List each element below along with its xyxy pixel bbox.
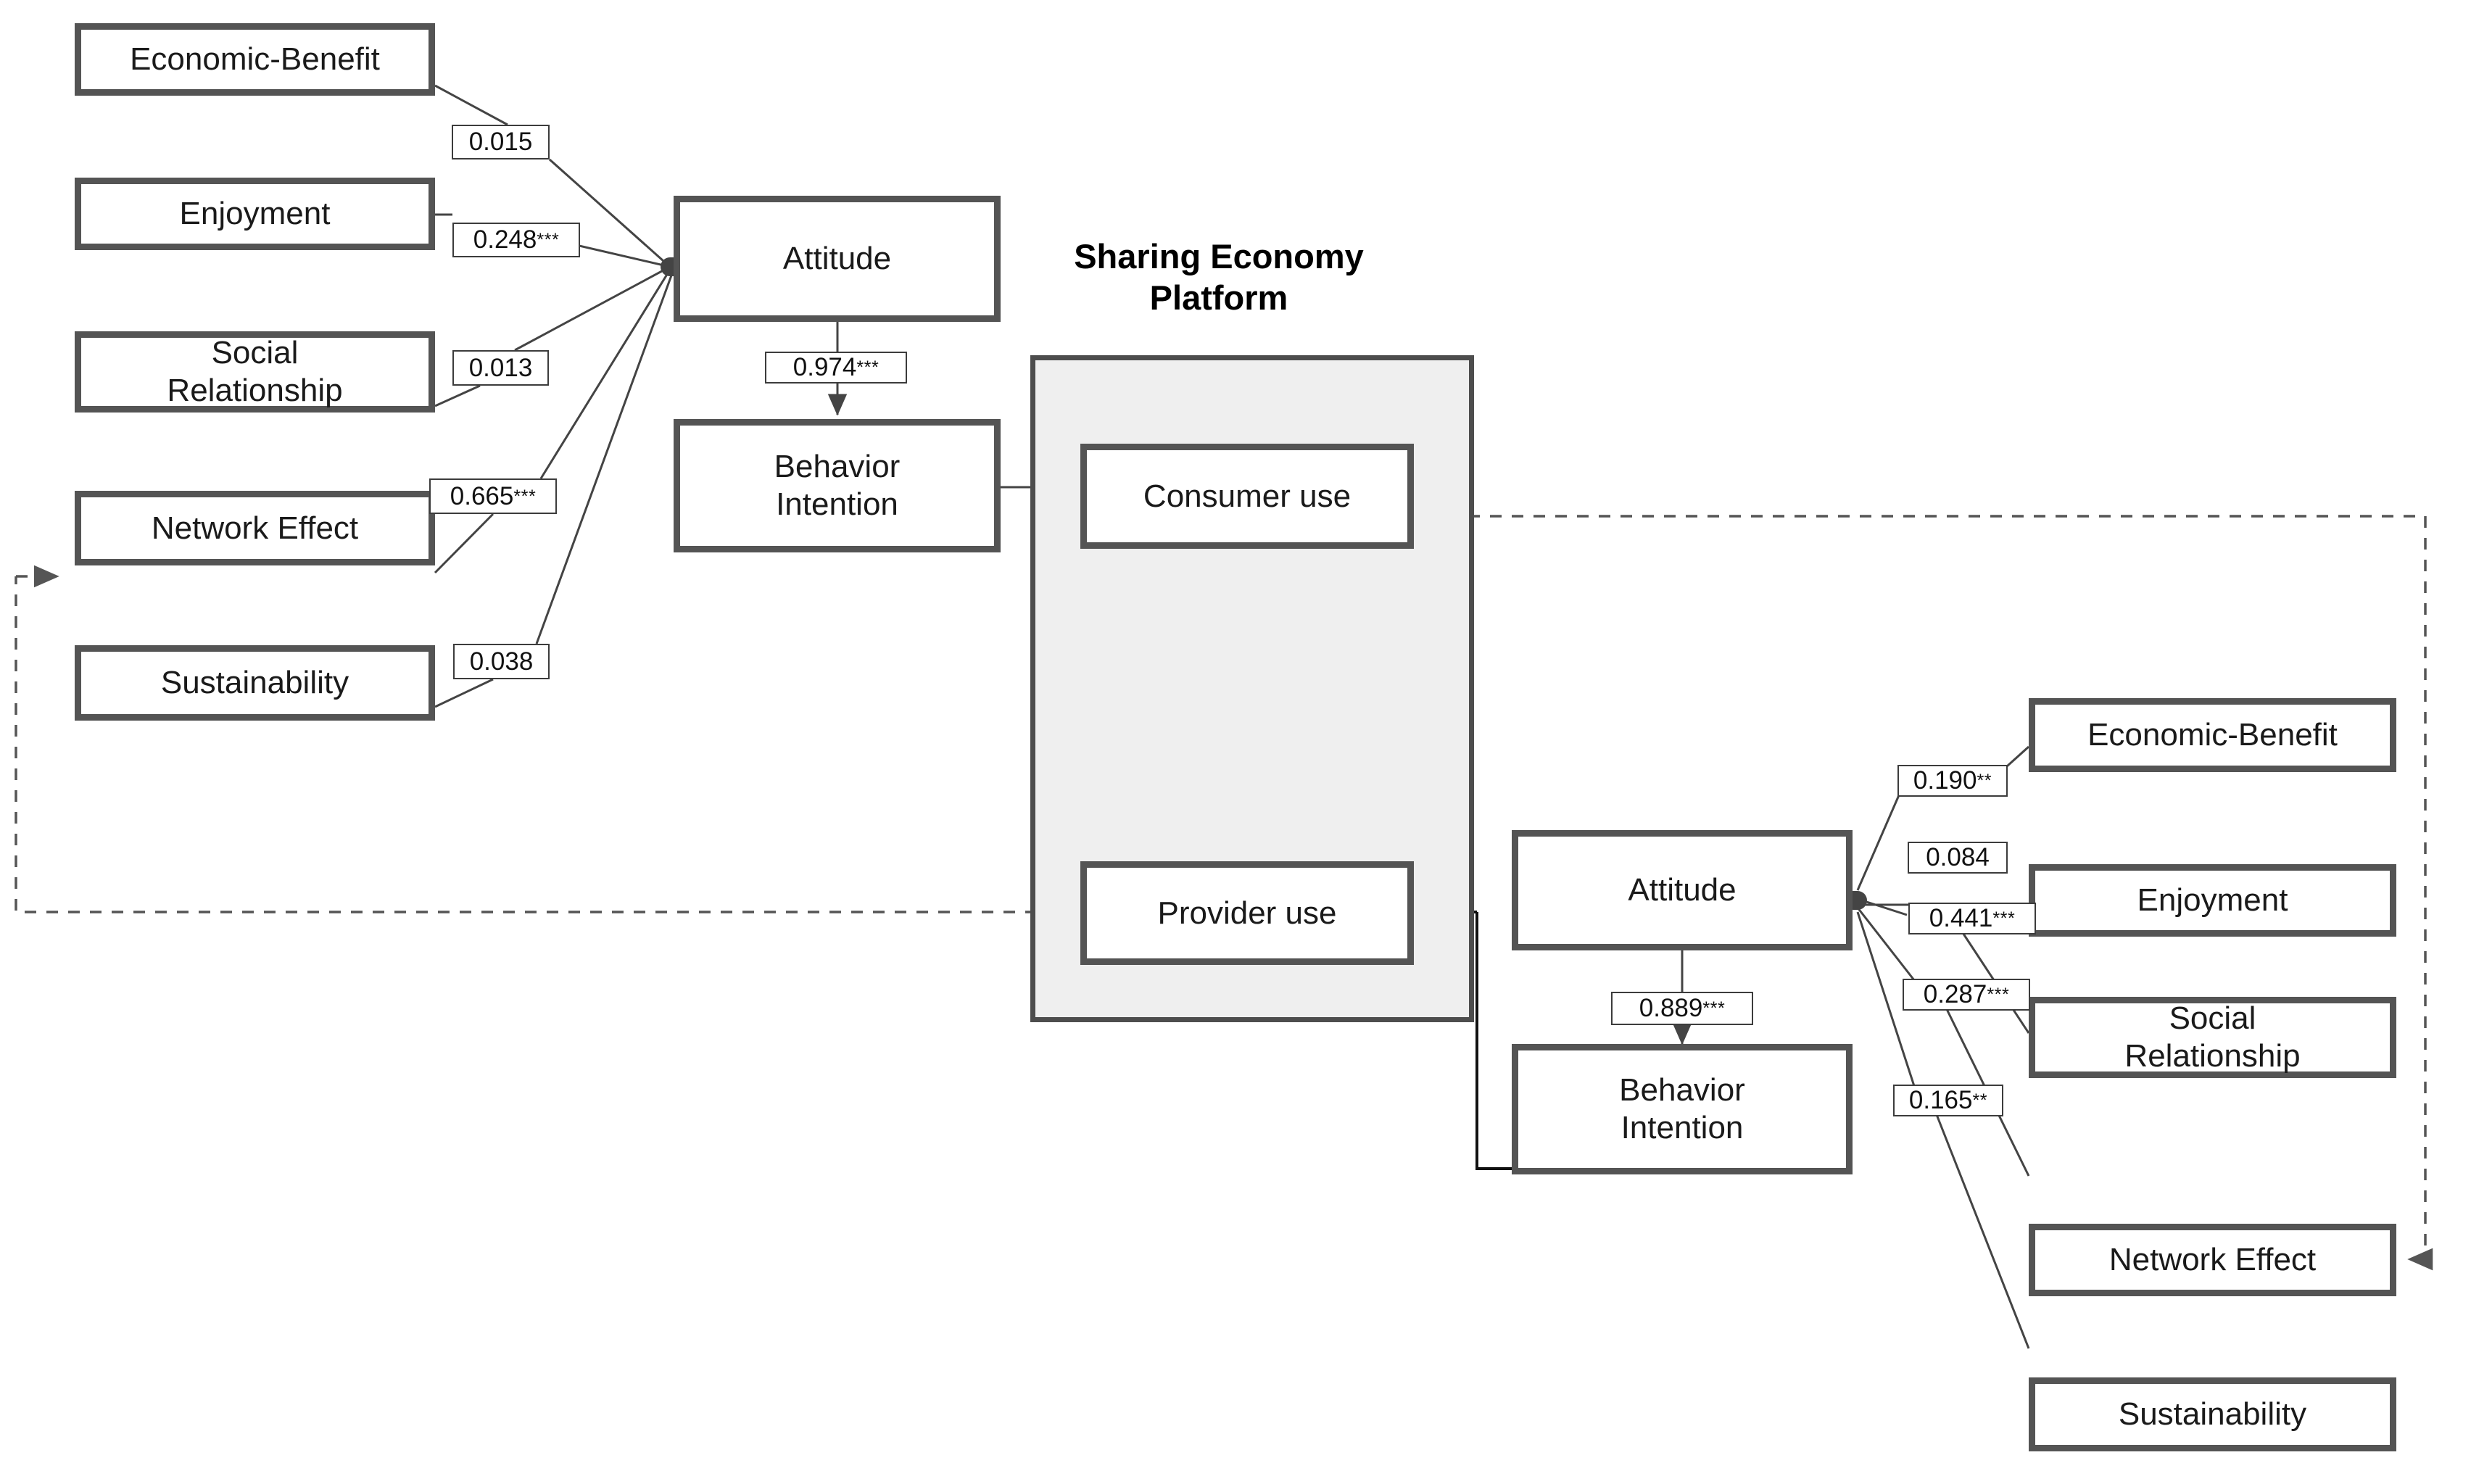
coef-provider-social-relationship: 0.441*** — [1908, 903, 2036, 934]
link-label-eb-attitude-right — [1856, 789, 1903, 891]
node-consumer-sustainability[interactable]: Sustainability — [75, 645, 435, 721]
node-provider-sustainability[interactable]: Sustainability — [2029, 1377, 2396, 1451]
link-eb-label-right — [2006, 745, 2030, 768]
node-consumer-economic-benefit[interactable]: Economic-Benefit — [75, 23, 435, 96]
link-label-sus-attitude-left — [535, 275, 673, 644]
node-label: Sustainability — [160, 665, 349, 701]
node-provider-economic-benefit[interactable]: Economic-Benefit — [2029, 698, 2396, 772]
coef-provider-sustainability: 0.165** — [1893, 1085, 2003, 1116]
coef-value: 0.248 — [473, 225, 537, 254]
node-provider-social-relationship[interactable]: Social Relationship — [2029, 997, 2396, 1078]
node-provider-network-effect[interactable]: Network Effect — [2029, 1224, 2396, 1296]
node-label: Behavior Intention — [774, 449, 901, 522]
coef-provider-network-effect: 0.287*** — [1903, 979, 2030, 1011]
platform-title-line-2: Platform — [1149, 278, 1288, 318]
node-label: Consumer use — [1143, 478, 1352, 514]
dashed-provider-to-network-effect — [15, 576, 1080, 913]
node-label: Social Relationship — [2124, 1000, 2301, 1074]
node-label: Attitude — [782, 241, 892, 277]
node-label: Enjoyment — [2137, 882, 2288, 919]
coef-consumer-social-relationship: 0.013 — [452, 350, 549, 386]
node-provider-use[interactable]: Provider use — [1080, 861, 1414, 965]
link-sus-label-right — [1933, 1108, 2030, 1349]
node-consumer-social-relationship[interactable]: Social Relationship — [75, 331, 435, 413]
node-label: Attitude — [1628, 872, 1737, 908]
coef-value: 0.084 — [1926, 843, 1990, 871]
node-consumer-network-effect[interactable]: Network Effect — [75, 491, 435, 565]
coef-value: 0.190 — [1913, 766, 1977, 795]
platform-title-line-1: Sharing Economy — [1074, 237, 1364, 275]
node-consumer-behavior-intention[interactable]: Behavior Intention — [674, 419, 1001, 552]
node-provider-enjoyment[interactable]: Enjoyment — [2029, 864, 2396, 937]
coef-value: 0.013 — [468, 353, 533, 382]
node-consumer-attitude[interactable]: Attitude — [674, 196, 1001, 322]
coef-value: 0.665 — [450, 481, 514, 510]
coef-consumer-sustainability: 0.038 — [453, 644, 550, 679]
node-consumer-enjoyment[interactable]: Enjoyment — [75, 178, 435, 250]
node-label: Enjoyment — [179, 196, 331, 232]
coef-value: 0.889 — [1639, 994, 1703, 1022]
link-label-ne-attitude-left — [539, 269, 671, 479]
coef-value: 0.287 — [1923, 980, 1987, 1008]
node-label: Economic-Benefit — [2087, 717, 2338, 753]
coef-value: 0.015 — [468, 128, 533, 156]
link-sus-label-left — [434, 678, 494, 708]
coef-consumer-network-effect: 0.665*** — [429, 478, 557, 514]
coef-consumer-enjoyment: 0.248*** — [452, 223, 580, 257]
node-consumer-use[interactable]: Consumer use — [1080, 444, 1414, 549]
coef-value: 0.441 — [1929, 904, 1993, 932]
coef-provider-economic-benefit: 0.190** — [1897, 765, 2008, 797]
node-label: Network Effect — [2108, 1242, 2317, 1278]
platform-title: Sharing Economy Platform — [1030, 236, 1407, 319]
dashed-consumer-to-network-effect — [1185, 515, 2427, 1259]
node-label: Behavior Intention — [1619, 1072, 1745, 1145]
link-label-eb-attitude-left — [549, 158, 671, 268]
coef-provider-enjoyment: 0.084 — [1908, 842, 2008, 874]
node-label: Provider use — [1157, 895, 1337, 931]
node-label: Social Relationship — [167, 335, 343, 408]
link-label-ne-attitude-right — [1856, 907, 1916, 981]
link-behavior-provider-elbow — [1475, 912, 1512, 1170]
node-label: Sustainability — [2118, 1396, 2307, 1433]
coef-value: 0.974 — [792, 353, 857, 381]
coef-value: 0.038 — [469, 647, 534, 676]
coef-consumer-attitude-behavior: 0.974*** — [765, 352, 907, 384]
link-sr-label-left — [434, 384, 481, 407]
node-provider-behavior-intention[interactable]: Behavior Intention — [1512, 1044, 1853, 1174]
link-label-sus-attitude-right — [1856, 911, 1916, 1087]
link-label-sr-attitude-left — [514, 265, 671, 352]
coef-provider-attitude-behavior: 0.889*** — [1611, 992, 1753, 1025]
node-label: Economic-Benefit — [130, 41, 380, 78]
node-provider-attitude[interactable]: Attitude — [1512, 830, 1853, 950]
coef-consumer-economic-benefit: 0.015 — [452, 125, 550, 159]
link-ne-label-left — [434, 513, 494, 574]
link-eb-label-left — [434, 84, 508, 126]
coef-value: 0.165 — [1908, 1086, 1973, 1114]
node-label: Network Effect — [151, 510, 359, 546]
